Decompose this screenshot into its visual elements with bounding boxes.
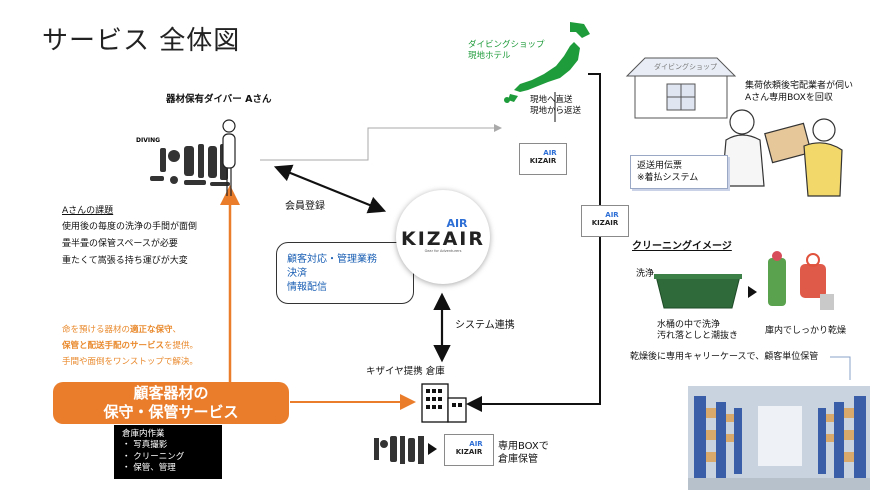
delivery-person-illustration: [721, 109, 843, 197]
return-slip: 返送用伝票 ※着払システム: [630, 155, 728, 190]
dry-caption: 庫内でしっかり乾燥: [765, 326, 847, 336]
promise-emphasis: 適正な保守: [130, 325, 173, 335]
promise-part: を提供。: [164, 341, 199, 351]
air-box-name: KIZAIR: [529, 157, 557, 165]
local-shipping-line: 現地から返送: [530, 106, 582, 116]
warehouse-label: キザイヤ提携 倉庫: [366, 366, 445, 377]
air-box-name: KIZAIR: [455, 448, 483, 456]
air-box-air: AIR: [605, 211, 619, 219]
shop-pin-line: 現地ホテル: [468, 51, 511, 61]
pickup-line: Aさん専用BOXを回収: [745, 93, 833, 103]
cleaning-arrow-icon: [748, 286, 757, 298]
air-box-name: KIZAIR: [591, 219, 619, 227]
wash-caption-line: 水桶の中で洗浄: [657, 320, 721, 330]
slip-line: 返送用伝票: [637, 161, 683, 171]
local-shipping-label: 現地へ直送 現地から返送: [530, 95, 581, 117]
issue-item: 使用後の毎度の洗浄の手間が面倒: [62, 222, 198, 232]
warehouse-tasks-heading: 倉庫内作業: [122, 429, 165, 439]
function-item: 情報配信: [287, 282, 327, 293]
issue-item: 重たくて嵩張る持ち運びが大変: [62, 256, 188, 266]
storage-arrow-icon: [428, 443, 437, 455]
promise-text: 命を預ける器材の適正な保守、 保管と配送手配のサービスを提供。 手間や面倒をワン…: [62, 322, 198, 370]
slip-line: ※着払システム: [637, 173, 699, 184]
dive-shop-building-icon: [625, 57, 737, 119]
warehouse-tasks-box: 倉庫内作業 ・ 写真撮影 ・ クリーニング ・ 保管、管理: [114, 425, 222, 479]
kizair-logo-text: KIZAIR: [401, 228, 485, 250]
warehouse-task: 写真撮影: [133, 440, 168, 451]
japan-map-icon: [504, 22, 590, 103]
drying-gear-icon: [768, 251, 834, 310]
wash-caption-line: 汚れ落としと潮抜き: [657, 331, 739, 341]
return-loop-line: [466, 73, 601, 412]
promise-part: 手間や面倒をワンストップで解決。: [62, 357, 198, 367]
diver-gear-illustration: DIVING: [136, 119, 236, 196]
main-service-badge: 顧客器材の 保守・保管サービス: [53, 382, 289, 424]
page-title: サービス 全体図: [42, 26, 241, 56]
storage-caption: 専用BOXで 倉庫保管: [498, 440, 549, 466]
warehouse-building-icon: [421, 383, 467, 423]
pickup-line: 集荷依頼後宅配業者が伺い: [745, 81, 854, 91]
diver-label: 器材保有ダイバー Aさん: [166, 94, 272, 105]
shop-pin-line: ダイビングショップ: [468, 40, 545, 50]
issues-heading: Aさんの課題: [62, 206, 114, 216]
warehouse-task: 保管、管理: [133, 463, 176, 474]
main-service-line: 顧客器材の: [133, 384, 209, 402]
warehouse-task: クリーニング: [133, 451, 185, 462]
kizair-logo-circle: AIR KIZAIR Gear for Adventurers: [396, 190, 490, 284]
system-link-label: システム連携: [455, 320, 515, 331]
registration-label: 会員登録: [285, 201, 325, 212]
main-service-line: 保守・保管サービス: [103, 403, 239, 421]
pickup-text: 集荷依頼後宅配業者が伺い Aさん専用BOXを回収: [745, 80, 853, 104]
air-box-air: AIR: [543, 149, 557, 157]
diver-to-shop-line: [260, 124, 502, 161]
promise-part: 、: [172, 325, 182, 335]
wash-tub-icon: [654, 274, 742, 309]
storage-caption-line: 倉庫保管: [498, 454, 538, 465]
air-box: AIR KIZAIR: [581, 205, 629, 237]
warehouse-photo: [688, 386, 870, 490]
promise-part: 命を預ける器材の: [62, 325, 131, 335]
diving-badge: DIVING: [136, 137, 160, 144]
function-item: 決済: [287, 268, 307, 279]
kizair-air: AIR: [446, 217, 468, 230]
cleaning-heading: クリーニングイメージ: [632, 241, 732, 252]
wash-label: 洗浄: [636, 269, 655, 279]
registration-arrow: [273, 164, 387, 214]
function-item: 顧客対応・管理業務: [287, 254, 377, 265]
stored-gear-icon: [374, 436, 424, 464]
air-box: AIR KIZAIR: [519, 143, 567, 175]
kizair-tagline: Gear for Adventurers: [424, 249, 462, 253]
local-shipping-line: 現地へ直送: [530, 95, 573, 105]
storage-air-box: AIR KIZAIR: [444, 434, 494, 466]
storage-note: 乾燥後に専用キャリーケースで、顧客単位保管: [630, 352, 819, 362]
issues-list: 使用後の毎度の洗浄の手間が面倒 畳半畳の保管スペースが必要 重たくて嵩張る持ち運…: [62, 219, 197, 270]
wash-caption: 水桶の中で洗浄 汚れ落としと潮抜き: [657, 320, 738, 342]
promise-emphasis: 保管と配送手配のサービス: [62, 341, 165, 351]
storage-note-line: [830, 356, 851, 380]
shop-pin-label: ダイビングショップ 現地ホテル: [468, 40, 545, 62]
air-box-air: AIR: [469, 440, 483, 448]
storage-caption-line: 専用BOXで: [498, 441, 549, 452]
issue-item: 畳半畳の保管スペースが必要: [62, 239, 178, 249]
shop-building-label: ダイビングショップ: [654, 63, 717, 71]
kizair-functions-box: 顧客対応・管理業務 決済 情報配信: [276, 242, 414, 304]
